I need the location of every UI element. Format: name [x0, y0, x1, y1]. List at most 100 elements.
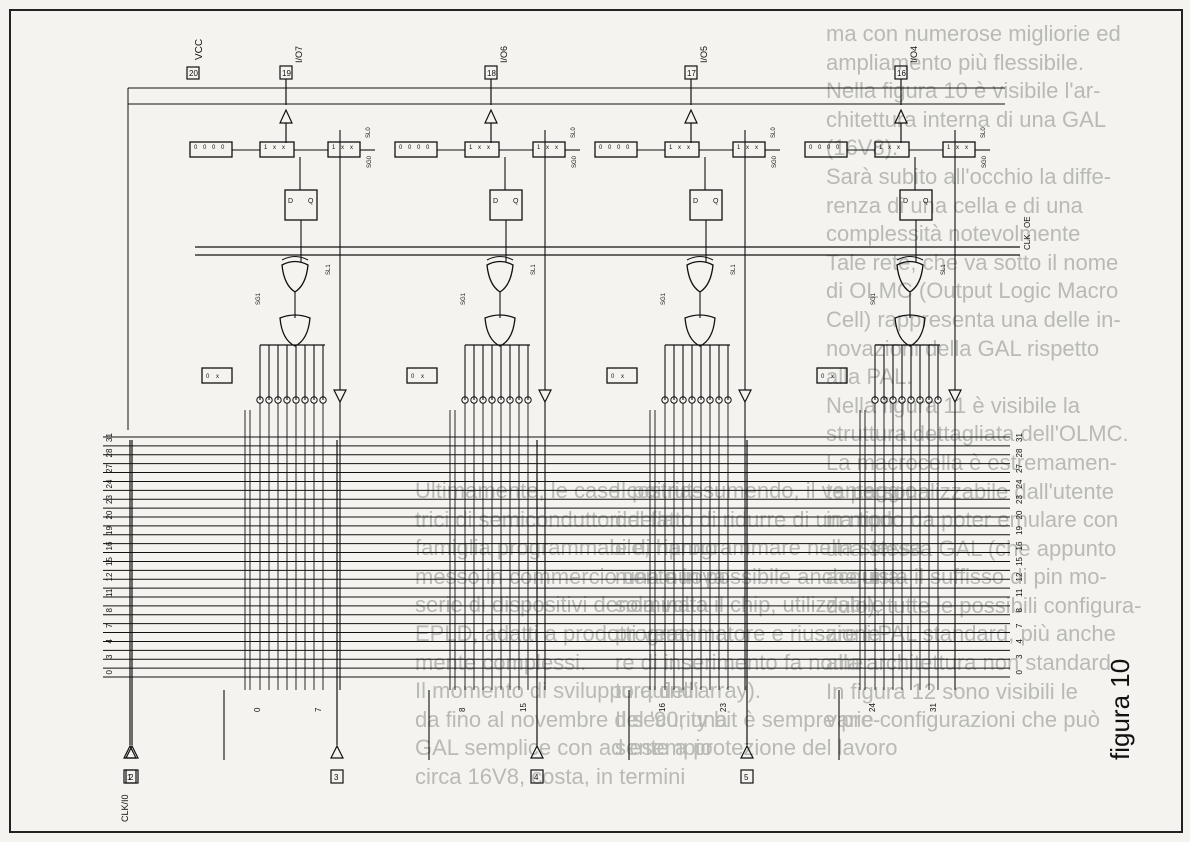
ghost-line: Nella figura 10 è visibile l'ar- — [826, 78, 1101, 104]
row-number-left: 7 — [105, 623, 114, 628]
ghost-line: struttura dettagliata dell'OLMC. — [826, 421, 1129, 447]
row-number-left: 19 — [105, 526, 114, 535]
row-number-left: 28 — [105, 448, 114, 457]
column-label-start: 16 — [658, 703, 667, 712]
ghost-line: Sarà subito all'occhio la diffe- — [826, 163, 1112, 189]
row-number-left: 20 — [105, 510, 114, 519]
input-pin-number: 2 — [129, 773, 134, 782]
row-number-right: 31 — [1015, 433, 1024, 442]
row-number-right: 28 — [1015, 448, 1024, 457]
mux-bit: 0 — [417, 145, 421, 151]
ghost-line: tura dell'array). — [615, 678, 762, 704]
vcc-pin-box — [186, 66, 200, 80]
sl-label: SL0 — [981, 127, 987, 138]
sg-label: SG0 — [772, 155, 778, 168]
mux-bit: x — [755, 145, 758, 151]
column-label-start: 8 — [458, 707, 467, 712]
sg-label: SG0 — [367, 155, 373, 168]
ghost-line: zioni PAL standard, più anche — [826, 621, 1116, 647]
row-number-right: 11 — [1015, 588, 1024, 597]
row-number-left: 23 — [105, 495, 114, 504]
row-number-left: 16 — [105, 541, 114, 550]
vcc-pin-number: 20 — [189, 69, 198, 78]
input-pin-box — [740, 769, 754, 784]
ghost-line: Tale rete, che va sotto il nome — [826, 249, 1119, 275]
sg1-label: SG1 — [661, 292, 667, 305]
xor-gate — [281, 260, 309, 293]
io-pin-label: I/O5 — [699, 46, 709, 63]
mux-bit: 1 — [669, 145, 673, 151]
mux-bit: x — [350, 145, 353, 151]
ff-q-label: Q — [513, 198, 519, 205]
sl-label: SL0 — [366, 127, 372, 138]
mux-bit: x — [478, 145, 481, 151]
mux-bit: 0 — [611, 374, 615, 380]
ghost-line: ma con numerose migliorie ed — [826, 21, 1121, 46]
output-buffer — [684, 108, 698, 124]
mux-bit: 0 — [206, 374, 210, 380]
mux-bit: 0 — [221, 145, 225, 151]
mux-bit: 0 — [617, 145, 621, 151]
row-number-right: 0 — [1015, 670, 1024, 675]
mux-bit: x — [897, 145, 900, 151]
row-number-left: 15 — [105, 557, 114, 566]
output-buffer — [279, 108, 293, 124]
mux-bit: 1 — [537, 145, 541, 151]
input-pin-box — [330, 769, 344, 784]
clk-pin-box — [123, 769, 137, 784]
ghost-line: da fino al novembre del '90, una — [415, 706, 728, 732]
ff-q-label: Q — [308, 198, 314, 205]
sl1-label: SL1 — [326, 264, 332, 275]
sl1-label: SL1 — [941, 264, 947, 275]
ghost-line: una stessa GAL (che appunto — [826, 535, 1117, 561]
ghost-line: In figura 12 sono visibili le — [826, 678, 1078, 704]
ghost-line: (16V8). — [826, 135, 899, 161]
d-flip-flop — [284, 189, 318, 221]
row-number-left: 4 — [105, 639, 114, 644]
mux-bit: 0 — [399, 145, 403, 151]
sl1-label: SL1 — [531, 264, 537, 275]
row-number-right: 8 — [1015, 608, 1024, 613]
d-flip-flop — [899, 189, 933, 221]
row-number-right: 20 — [1015, 510, 1024, 519]
figure-border — [9, 9, 1183, 833]
mux-bit: 0 — [426, 145, 430, 151]
mux-bit: 1 — [947, 145, 951, 151]
row-number-right: 7 — [1015, 623, 1024, 628]
column-label-end: 15 — [519, 703, 528, 712]
input-buffer — [740, 744, 754, 759]
mux-bit: 0 — [821, 374, 825, 380]
row-number-left: 0 — [105, 670, 114, 675]
ghost-line: Il security bit è sempre pre- — [615, 706, 881, 732]
io-pin-label: I/O4 — [909, 46, 919, 63]
input-pin-number: 5 — [744, 773, 749, 782]
column-label-end: 23 — [719, 703, 728, 712]
mux-bit: x — [831, 374, 834, 380]
row-number-left: 27 — [105, 464, 114, 473]
sg-label: SG0 — [982, 155, 988, 168]
product-term-mux — [816, 367, 848, 384]
clk-pin-number: 1 — [127, 773, 132, 782]
mux-bit: 0 — [827, 145, 831, 151]
product-term-mux — [406, 367, 438, 384]
xor-gate-arc — [281, 255, 309, 261]
row-number-left: 11 — [105, 588, 114, 597]
feedback-buffer — [333, 389, 347, 404]
io-pin-number: 19 — [282, 69, 291, 78]
mux-bit: 0 — [809, 145, 813, 151]
row-number-right: 3 — [1015, 654, 1024, 659]
clk-label: CLK/I0 — [120, 794, 130, 822]
mux-bit: 1 — [737, 145, 741, 151]
io-pin-number: 16 — [897, 69, 906, 78]
xor-gate — [686, 260, 714, 293]
column-label-end: 31 — [929, 703, 938, 712]
mux-bit: 0 — [608, 145, 612, 151]
ghost-line: di OLMC (Output Logic Macro — [826, 278, 1119, 304]
ghost-line: alla architettura non standard. — [826, 650, 1118, 676]
